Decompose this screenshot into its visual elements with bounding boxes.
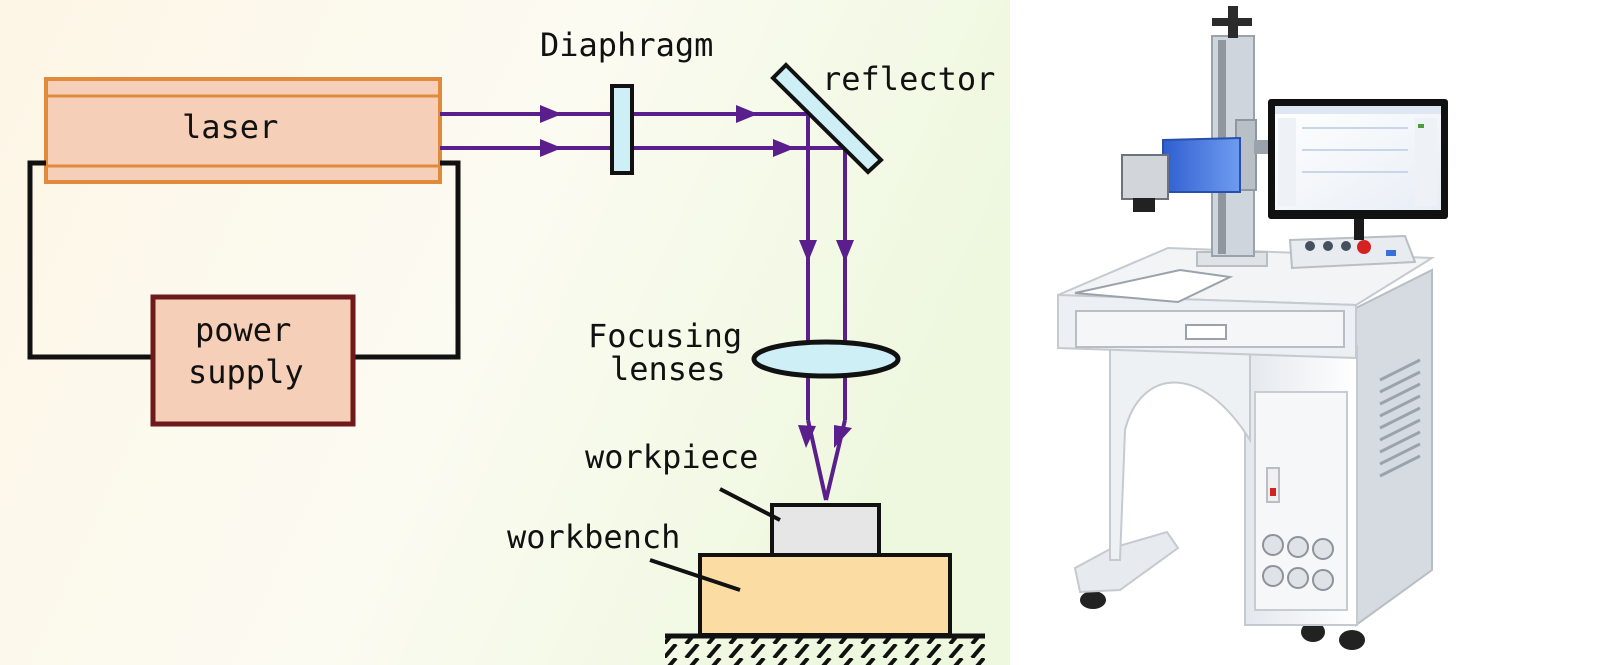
reflector-label: reflector bbox=[822, 60, 995, 98]
workbench-label: workbench bbox=[507, 518, 680, 556]
control-panel bbox=[1288, 234, 1417, 270]
field-lens bbox=[1133, 198, 1155, 212]
cabinet-side bbox=[1355, 268, 1433, 627]
power-supply-label-line1: power bbox=[195, 311, 291, 349]
power-supply-box: power supply bbox=[150, 294, 356, 427]
door-handle bbox=[1266, 467, 1280, 503]
reflector: reflector bbox=[770, 60, 995, 175]
power-supply-label-line2: supply bbox=[188, 353, 304, 391]
workpiece-label: workpiece bbox=[585, 438, 758, 476]
diaphragm: Diaphragm bbox=[540, 26, 713, 175]
monitor-screen bbox=[1275, 106, 1441, 210]
ground bbox=[665, 633, 985, 665]
cabinet-fan-vents bbox=[1262, 534, 1334, 591]
monitor-stand bbox=[1354, 216, 1364, 240]
machine-foot bbox=[1073, 530, 1180, 594]
side-vents bbox=[1379, 358, 1421, 478]
work-plate bbox=[1074, 268, 1234, 304]
cabinet-leg bbox=[1109, 344, 1251, 561]
diaphragm-label: Diaphragm bbox=[540, 26, 713, 64]
laser-label: laser bbox=[182, 108, 278, 146]
galvo-scanner bbox=[1121, 154, 1169, 200]
focusing-lens: Focusing lenses bbox=[588, 317, 901, 388]
power-wiring bbox=[27, 160, 461, 360]
laser-marking-machine-photo bbox=[1057, 6, 1448, 650]
laser-head bbox=[1162, 136, 1241, 193]
workbench: workbench bbox=[507, 518, 952, 637]
screen-software-ui bbox=[1275, 106, 1441, 206]
drawer-handle bbox=[1185, 324, 1227, 340]
workpiece: workpiece bbox=[585, 438, 881, 557]
laser-tube: laser bbox=[44, 77, 442, 184]
beam-arrowheads bbox=[540, 105, 854, 448]
control-buttons bbox=[1305, 240, 1396, 256]
focusing-lens-label-line1: Focusing bbox=[588, 317, 742, 355]
focusing-lens-label-line2: lenses bbox=[610, 350, 726, 388]
